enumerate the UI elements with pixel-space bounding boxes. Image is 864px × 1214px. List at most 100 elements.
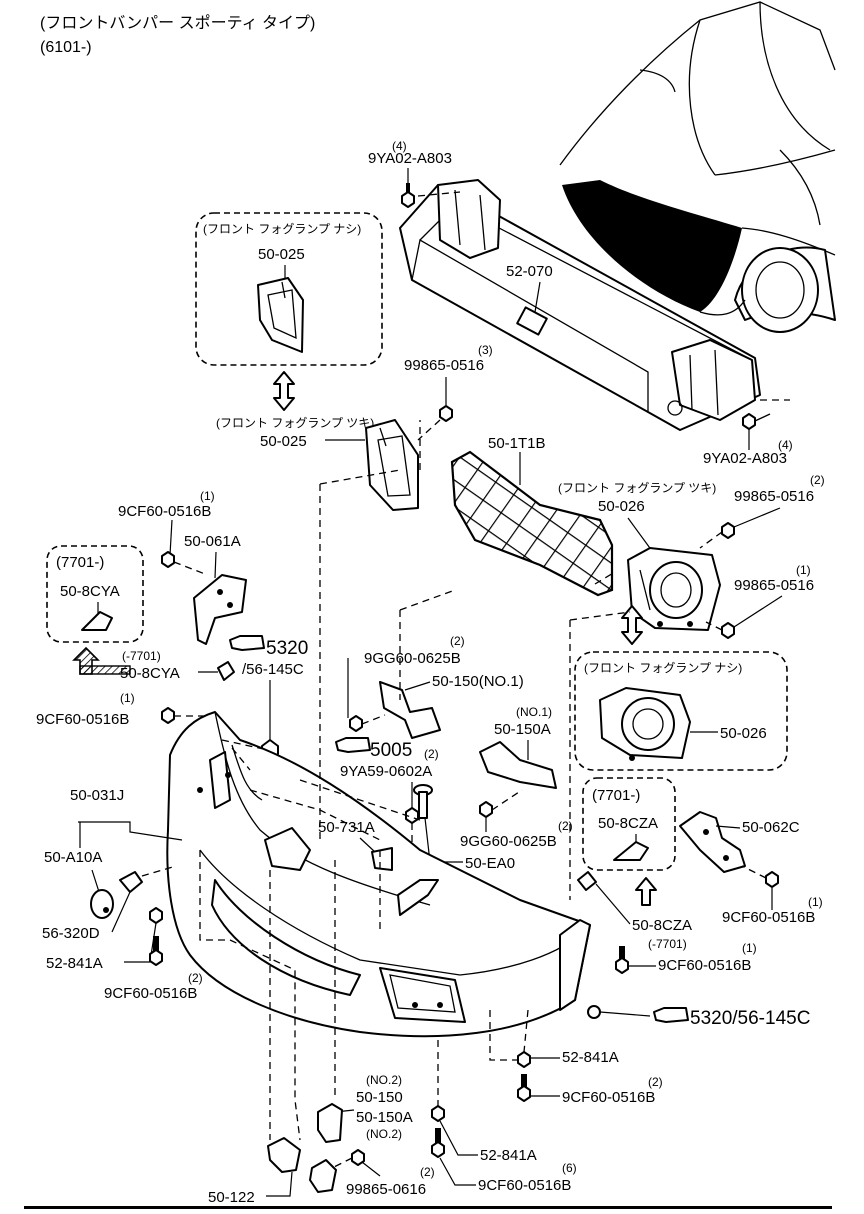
label-fog-l-bolt: 99865-0516 <box>404 357 484 374</box>
fog-cover-left-tsuki <box>365 419 419 511</box>
label-fog-l-nashi-cap: (フロント フォグランプ ナシ) <box>203 222 361 236</box>
label-reinf-bolt-top: 9YA02-A803 <box>368 150 452 167</box>
bracket-50-061a <box>193 574 247 645</box>
label-rivet-ea0: 50-EA0 <box>465 855 515 872</box>
cover-50-122 <box>267 1137 337 1193</box>
box-fog-left-nashi <box>195 212 383 366</box>
clip-50-8cya <box>217 661 235 681</box>
nut-52-841a-left <box>149 907 163 924</box>
label-br-r-bolt-qty: (1) <box>808 895 823 909</box>
label-fog-l-tsuki-cap: (フロント フォグランプ ツキ) <box>216 416 374 430</box>
label-fog-r-bolt-a-qty: (2) <box>810 473 825 487</box>
fog-cover-right-tsuki <box>627 547 721 631</box>
label-bracket-150a-no1-tag: (NO.1) <box>516 705 552 719</box>
bracket-50-062c <box>679 811 746 873</box>
cover-56-320d <box>119 865 177 893</box>
label-bracket-150-no2-tag: (NO.2) <box>366 1073 402 1087</box>
alternate-arrow-left <box>273 371 295 411</box>
label-bracket-150-no1: 50-150(NO.1) <box>432 673 524 690</box>
label-bolt-bot-l: 9CF60-0516B <box>104 985 197 1002</box>
label-br-l-clip-range: (-7701) <box>122 649 161 663</box>
bolt-9cf60-bracket-right <box>741 865 779 888</box>
label-bolt-c: 9CF60-0516B <box>562 1089 655 1106</box>
bumper-fascia <box>166 711 591 1038</box>
alternate-arrow-box-left <box>72 646 131 675</box>
label-br-r-bracket: 50-062C <box>742 819 800 836</box>
label-nut-841a-center: 52-841A <box>562 1049 619 1066</box>
label-box-l-cap: (7701-) <box>56 554 104 571</box>
bracket-50-150a-no1 <box>479 741 557 789</box>
label-fog-r-nashi-part: 50-026 <box>720 725 767 742</box>
label-spoiler-731a: 50-731A <box>318 819 375 836</box>
bolt-99865-fog-right-a <box>699 522 735 549</box>
label-fog-r-bolt-a: 99865-0516 <box>734 488 814 505</box>
label-bolt-b-qty: (6) <box>562 1161 577 1175</box>
label-ref-5320-right: 5320/56-145C <box>690 1008 810 1029</box>
alternate-arrow-right <box>621 605 643 645</box>
label-fog-r-bolt-b-qty: (1) <box>796 563 811 577</box>
label-ref-5005: 5005 <box>370 740 412 761</box>
label-bolt-b: 9CF60-0516B <box>478 1177 571 1194</box>
label-side-bolt: 9CF60-0516B <box>36 711 129 728</box>
fog-cover-left-nashi <box>257 277 304 353</box>
label-reinf-bolt-top-qty: (4) <box>392 139 407 153</box>
label-bracket-150a-no1: 50-150A <box>494 721 551 738</box>
bolt-9cf60-bracket-left <box>161 551 206 575</box>
ref-5320-left: 5320 <box>229 635 308 659</box>
bolt-9gg60-top <box>349 714 386 732</box>
cover-50-a10a <box>90 889 114 919</box>
label-fog-r-tsuki-cap: (フロント フォグランプ ツキ) <box>558 481 716 495</box>
clip-50-8cza <box>577 871 597 891</box>
ref-5005: 5005 (2) <box>335 737 439 761</box>
header-title: (フロントバンパー スポーティ タイプ) <box>40 14 315 32</box>
label-reinforcement: 52-070 <box>506 263 553 280</box>
label-bolt-r-lower: 9CF60-0516B <box>658 957 751 974</box>
bolt-9cf60-bottom <box>431 1128 445 1158</box>
ref-5320-right: 5320/56-145C <box>587 1005 810 1029</box>
box-fog-right-nashi <box>574 651 788 771</box>
label-fog-r-bolt-b: 99865-0516 <box>734 577 814 594</box>
label-br-l-bolt-qty: (1) <box>200 489 215 503</box>
label-screw-9ya59: 9YA59-0602A <box>340 763 432 780</box>
label-bolt-9gg-bot-qty: (2) <box>558 819 573 833</box>
label-ref-56145c-left: /56-145C <box>242 661 304 678</box>
label-bolt-bl: 99865-0616 <box>346 1181 426 1198</box>
fog-cover-right-nashi <box>599 687 691 761</box>
label-reinf-bolt-right-qty: (4) <box>778 438 793 452</box>
grille <box>450 450 614 597</box>
bolt-99865-fog-left <box>417 405 453 441</box>
label-fog-r-tsuki-part: 50-026 <box>598 498 645 515</box>
bolt-9cf60-bottom-left <box>149 936 163 966</box>
nut-52-841a-bottom <box>431 1105 445 1122</box>
label-box-r-part: 50-8CZA <box>598 815 658 832</box>
label-cover-122: 50-122 <box>208 1189 255 1206</box>
bolt-99865-0616 <box>331 1149 365 1169</box>
label-box-r-cap: (7701-) <box>592 787 640 804</box>
lower-spoiler-50-731a <box>371 847 439 916</box>
box-bracket-left <box>46 545 144 643</box>
label-bolt-9gg-top-qty: (2) <box>450 634 465 648</box>
label-bracket-150a-no2-tag: (NO.2) <box>366 1127 402 1141</box>
label-nut-841a-left: 52-841A <box>46 955 103 972</box>
label-bolt-r-lower-qty: (1) <box>742 941 757 955</box>
bolt-9gg60-bottom <box>479 789 523 818</box>
rivet-50-ea0 <box>413 784 433 819</box>
label-ref-5320-left: 5320 <box>266 638 308 659</box>
clip-box-left <box>81 611 113 631</box>
label-fascia: 50-031J <box>70 787 124 804</box>
bumper-reinforcement <box>399 179 761 431</box>
label-bolt-c-qty: (2) <box>648 1075 663 1089</box>
nut-52-841a-center <box>517 1051 531 1068</box>
bracket-50-150-no1 <box>379 681 441 739</box>
bolt-9ya02-top <box>401 183 461 208</box>
bottom-rule <box>24 1206 832 1209</box>
box-bracket-right <box>582 777 676 871</box>
label-side-bolt-qty: (1) <box>120 691 135 705</box>
label-cover-a10a: 50-A10A <box>44 849 102 866</box>
label-bolt-bl-qty: (2) <box>420 1165 435 1179</box>
label-nut-841a-bottom: 52-841A <box>480 1147 537 1164</box>
label-bolt-bot-l-qty: (2) <box>188 971 203 985</box>
label-fog-l-nashi-part: 50-025 <box>258 246 305 263</box>
bolt-9ya02-right <box>742 399 790 430</box>
